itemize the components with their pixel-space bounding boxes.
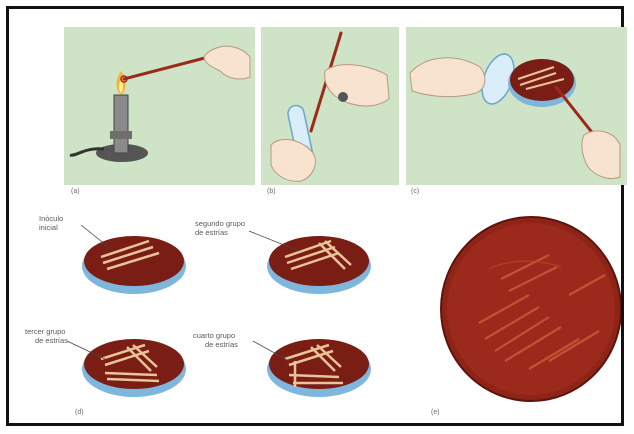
colony-plate-photo xyxy=(441,217,621,401)
label-segundo-grupo: segundo grupo de estrías xyxy=(195,219,245,237)
caption-d: (d) xyxy=(75,409,84,416)
caption-e: (e) xyxy=(431,409,440,416)
dish-initial-inoculum xyxy=(82,236,186,294)
label-cuarto-line1: cuarto grupo xyxy=(193,331,235,340)
dish-third-group xyxy=(82,339,186,397)
label-segundo-line1: segundo grupo xyxy=(195,219,245,228)
label-cuarto-line2: de estrías xyxy=(193,340,238,349)
dish-fourth-group xyxy=(267,339,371,397)
label-tercer-line2: de estrías xyxy=(25,336,68,345)
label-cuarto-grupo: cuarto grupo de estrías xyxy=(193,331,238,349)
label-inoculo-line1: Inóculo xyxy=(39,214,63,223)
label-inoculo-inicial: Inóculo inicial xyxy=(39,214,63,232)
label-segundo-line2: de estrías xyxy=(195,228,228,237)
label-tercer-line1: tercer grupo xyxy=(25,327,65,336)
label-tercer-grupo: tercer grupo de estrías xyxy=(25,327,68,345)
label-inoculo-line2: inicial xyxy=(39,223,58,232)
figure-frame: (a) (b) xyxy=(6,6,624,426)
streak-dishes-illustration xyxy=(9,9,621,423)
